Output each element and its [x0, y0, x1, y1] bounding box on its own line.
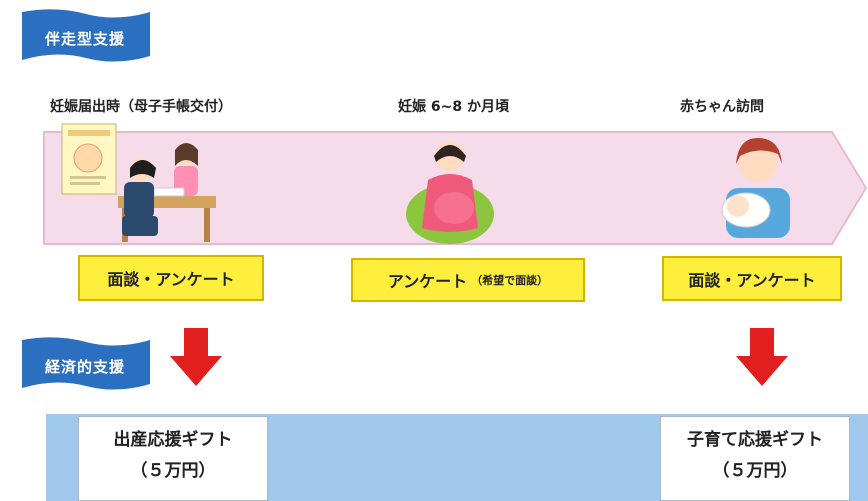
economic-support-label: 経済的支援 — [44, 357, 125, 376]
ribbon-banner-shape — [22, 9, 150, 62]
action-label: 面談・アンケート — [107, 270, 235, 289]
gift-title: 出産応援ギフト — [113, 430, 233, 450]
gift-amount: （５万円） — [712, 461, 798, 481]
pregnant-woman-illustration — [406, 141, 494, 244]
action-label-main: アンケート — [387, 272, 468, 291]
stage-label-6-8-months: 妊娠 6~8 か月頃 — [398, 99, 509, 115]
gift-title: 子育て応援ギフト — [687, 430, 823, 450]
down-arrow-icon — [170, 328, 222, 386]
visitor-woman-icon — [122, 158, 158, 236]
accompany-support-ribbon: 伴走型支援 — [16, 8, 154, 68]
notice-reception-illustration — [61, 123, 216, 242]
mother-baby-illustration — [721, 138, 790, 238]
stage-label-baby-visit: 赤ちゃん訪問 — [680, 99, 764, 115]
notice-poster-icon — [61, 123, 117, 195]
birth-support-gift-box: 出産応援ギフト （５万円） — [78, 416, 268, 501]
action-label: 面談・アンケート — [688, 270, 816, 290]
action-box-interview-survey-2: 面談・アンケート — [662, 256, 842, 301]
childcare-support-gift-box: 子育て応援ギフト （５万円） — [660, 416, 850, 501]
economic-support-ribbon: 経済的支援 — [16, 336, 154, 396]
accompany-support-label: 伴走型支援 — [44, 29, 125, 48]
stage-label-pregnancy-report: 妊娠届出時（母子手帳交付） — [50, 99, 232, 115]
gift-amount: （５万円） — [130, 461, 216, 481]
action-box-interview-survey-1: 面談・アンケート — [78, 255, 264, 301]
ribbon-banner-shape — [22, 337, 150, 390]
down-arrow-icon — [736, 328, 788, 386]
action-label-sub: （希望で面談） — [471, 274, 549, 287]
action-box-survey-optional-interview: アンケート （希望で面談） — [351, 258, 585, 302]
